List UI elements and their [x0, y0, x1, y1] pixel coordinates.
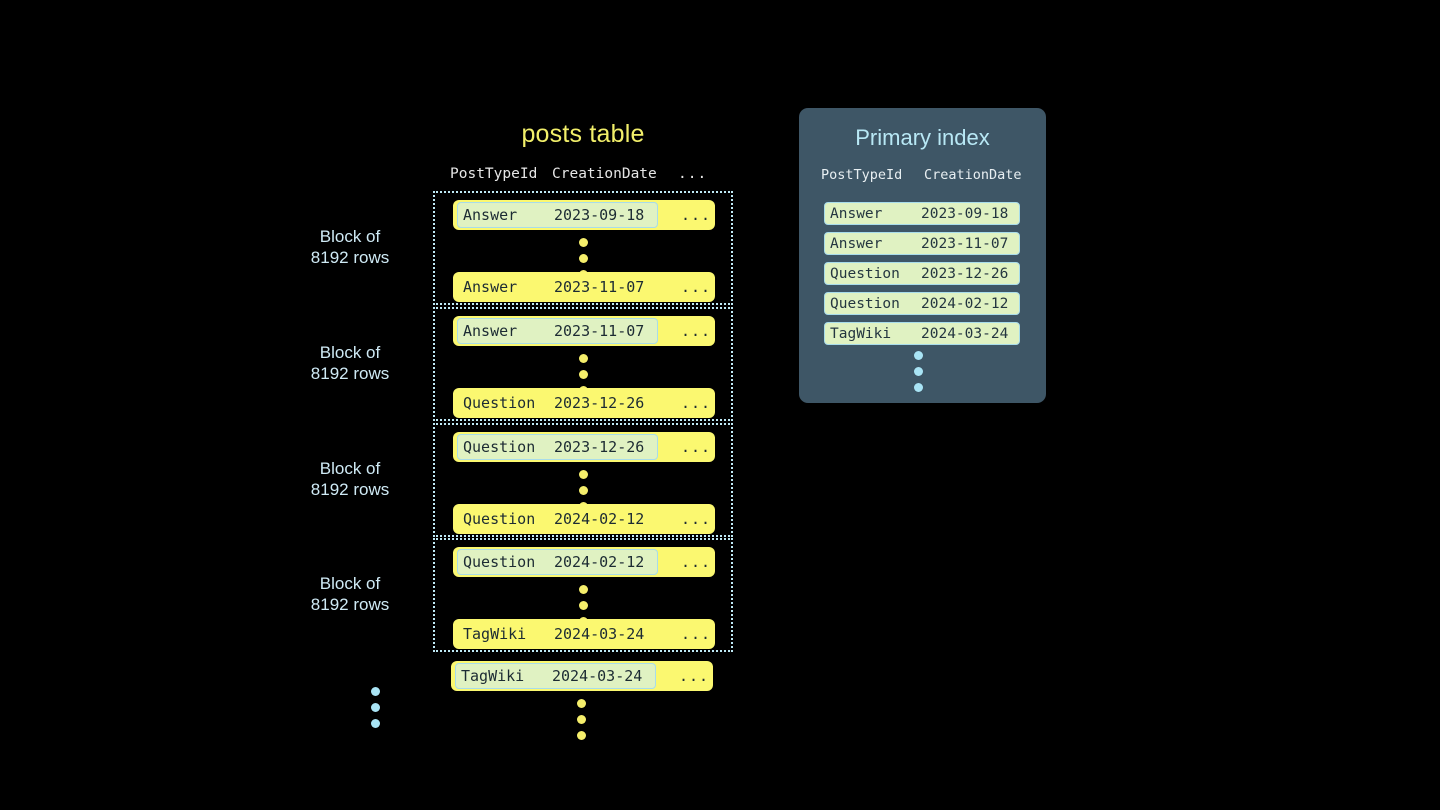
block-label-line2: 8192 rows: [310, 595, 390, 614]
table-block-1: Block of 8192 rows Answer 2023-09-18 ...…: [311, 191, 733, 305]
table-block-2: Block of 8192 rows Answer 2023-11-07 ...…: [311, 307, 733, 421]
cell-more: ...: [681, 553, 712, 571]
index-column-headers: PostTypeId CreationDate: [799, 167, 1046, 187]
row-key-highlight: [457, 202, 658, 228]
index-continues-ellipsis-icon: [914, 351, 924, 392]
table-row[interactable]: Question 2023-12-26 ...: [453, 432, 715, 462]
primary-index-title: Primary index: [855, 125, 990, 150]
index-row[interactable]: Question 2023-12-26: [824, 262, 1020, 285]
cell-more: ...: [681, 206, 712, 224]
cell-more: ...: [681, 510, 712, 528]
cell-posttypeid: TagWiki: [461, 667, 525, 685]
block-label-line2: 8192 rows: [310, 480, 390, 499]
cell-posttypeid: Question: [463, 438, 536, 456]
cell-posttypeid: TagWiki: [463, 625, 527, 643]
block-label-line1: Block of: [319, 459, 381, 478]
cell-more: ...: [681, 438, 712, 456]
column-header-more: ...: [678, 166, 708, 182]
row-key-highlight: [457, 318, 658, 344]
table-row[interactable]: Answer 2023-09-18 ...: [453, 200, 715, 230]
table-continues-ellipsis-icon: [577, 699, 587, 740]
cell-more: ...: [681, 394, 712, 412]
block-label-line1: Block of: [319, 574, 381, 593]
cell-creationdate: 2023-11-07: [554, 322, 645, 340]
cell-more: ...: [681, 322, 712, 340]
table-row[interactable]: Answer 2023-11-07 ...: [453, 272, 715, 302]
block-label-4: Block of 8192 rows: [275, 573, 425, 615]
block-label-3: Block of 8192 rows: [275, 458, 425, 500]
block-label-line1: Block of: [319, 227, 381, 246]
row-key-highlight: [457, 434, 658, 460]
cell-creationdate: 2023-11-07: [921, 235, 1009, 252]
cell-creationdate: 2023-09-18: [921, 205, 1009, 222]
index-row[interactable]: Answer 2023-11-07: [824, 232, 1020, 255]
table-block-4: Block of 8192 rows Question 2024-02-12 .…: [311, 538, 733, 652]
cell-more: ...: [681, 625, 712, 643]
cell-posttypeid: Answer: [463, 206, 518, 224]
block-label-1: Block of 8192 rows: [275, 226, 425, 268]
block-label-2: Block of 8192 rows: [275, 342, 425, 384]
table-block-3: Block of 8192 rows Question 2023-12-26 .…: [311, 423, 733, 537]
cell-posttypeid: Answer: [463, 278, 518, 296]
cell-creationdate: 2023-09-18: [554, 206, 645, 224]
cell-posttypeid: Question: [830, 295, 900, 312]
cell-creationdate: 2023-12-26: [554, 394, 645, 412]
cell-more: ...: [679, 667, 710, 685]
cell-creationdate: 2023-12-26: [921, 265, 1009, 282]
cell-creationdate: 2024-02-12: [921, 295, 1009, 312]
index-row[interactable]: Question 2024-02-12: [824, 292, 1020, 315]
index-row[interactable]: Answer 2023-09-18: [824, 202, 1020, 225]
block-label-line2: 8192 rows: [310, 248, 390, 267]
cell-creationdate: 2024-03-24: [921, 325, 1009, 342]
cell-creationdate: 2024-03-24: [552, 667, 643, 685]
cell-posttypeid: Question: [463, 394, 536, 412]
cell-posttypeid: Answer: [830, 235, 883, 252]
primary-index-panel: Primary index PostTypeId CreationDate An…: [799, 108, 1046, 403]
table-row-trailing[interactable]: TagWiki 2024-03-24 ...: [451, 661, 713, 691]
cell-creationdate: 2023-12-26: [554, 438, 645, 456]
row-key-highlight: [457, 549, 658, 575]
column-header-posttypeid: PostTypeId: [821, 167, 903, 183]
posts-table-column-headers: PostTypeId CreationDate ...: [433, 166, 733, 188]
blocks-continue-ellipsis-icon: [371, 687, 381, 728]
column-header-creationdate: CreationDate: [552, 166, 657, 182]
cell-posttypeid: Question: [463, 553, 536, 571]
row-key-highlight: [455, 663, 656, 689]
table-row[interactable]: Question 2024-02-12 ...: [453, 547, 715, 577]
cell-creationdate: 2024-03-24: [554, 625, 645, 643]
column-header-creationdate: CreationDate: [924, 167, 1022, 183]
cell-posttypeid: Question: [463, 510, 536, 528]
cell-creationdate: 2024-02-12: [554, 553, 645, 571]
table-row[interactable]: Question 2024-02-12 ...: [453, 504, 715, 534]
table-row[interactable]: Answer 2023-11-07 ...: [453, 316, 715, 346]
table-row[interactable]: TagWiki 2024-03-24 ...: [453, 619, 715, 649]
column-header-posttypeid: PostTypeId: [450, 166, 538, 182]
cell-posttypeid: Question: [830, 265, 900, 282]
index-row[interactable]: TagWiki 2024-03-24: [824, 322, 1020, 345]
cell-creationdate: 2023-11-07: [554, 278, 645, 296]
cell-creationdate: 2024-02-12: [554, 510, 645, 528]
posts-table-title: posts table: [521, 120, 645, 148]
table-row[interactable]: Question 2023-12-26 ...: [453, 388, 715, 418]
cell-posttypeid: TagWiki: [830, 325, 892, 342]
block-label-line1: Block of: [319, 343, 381, 362]
cell-more: ...: [681, 278, 712, 296]
cell-posttypeid: Answer: [830, 205, 883, 222]
cell-posttypeid: Answer: [463, 322, 518, 340]
block-label-line2: 8192 rows: [310, 364, 390, 383]
